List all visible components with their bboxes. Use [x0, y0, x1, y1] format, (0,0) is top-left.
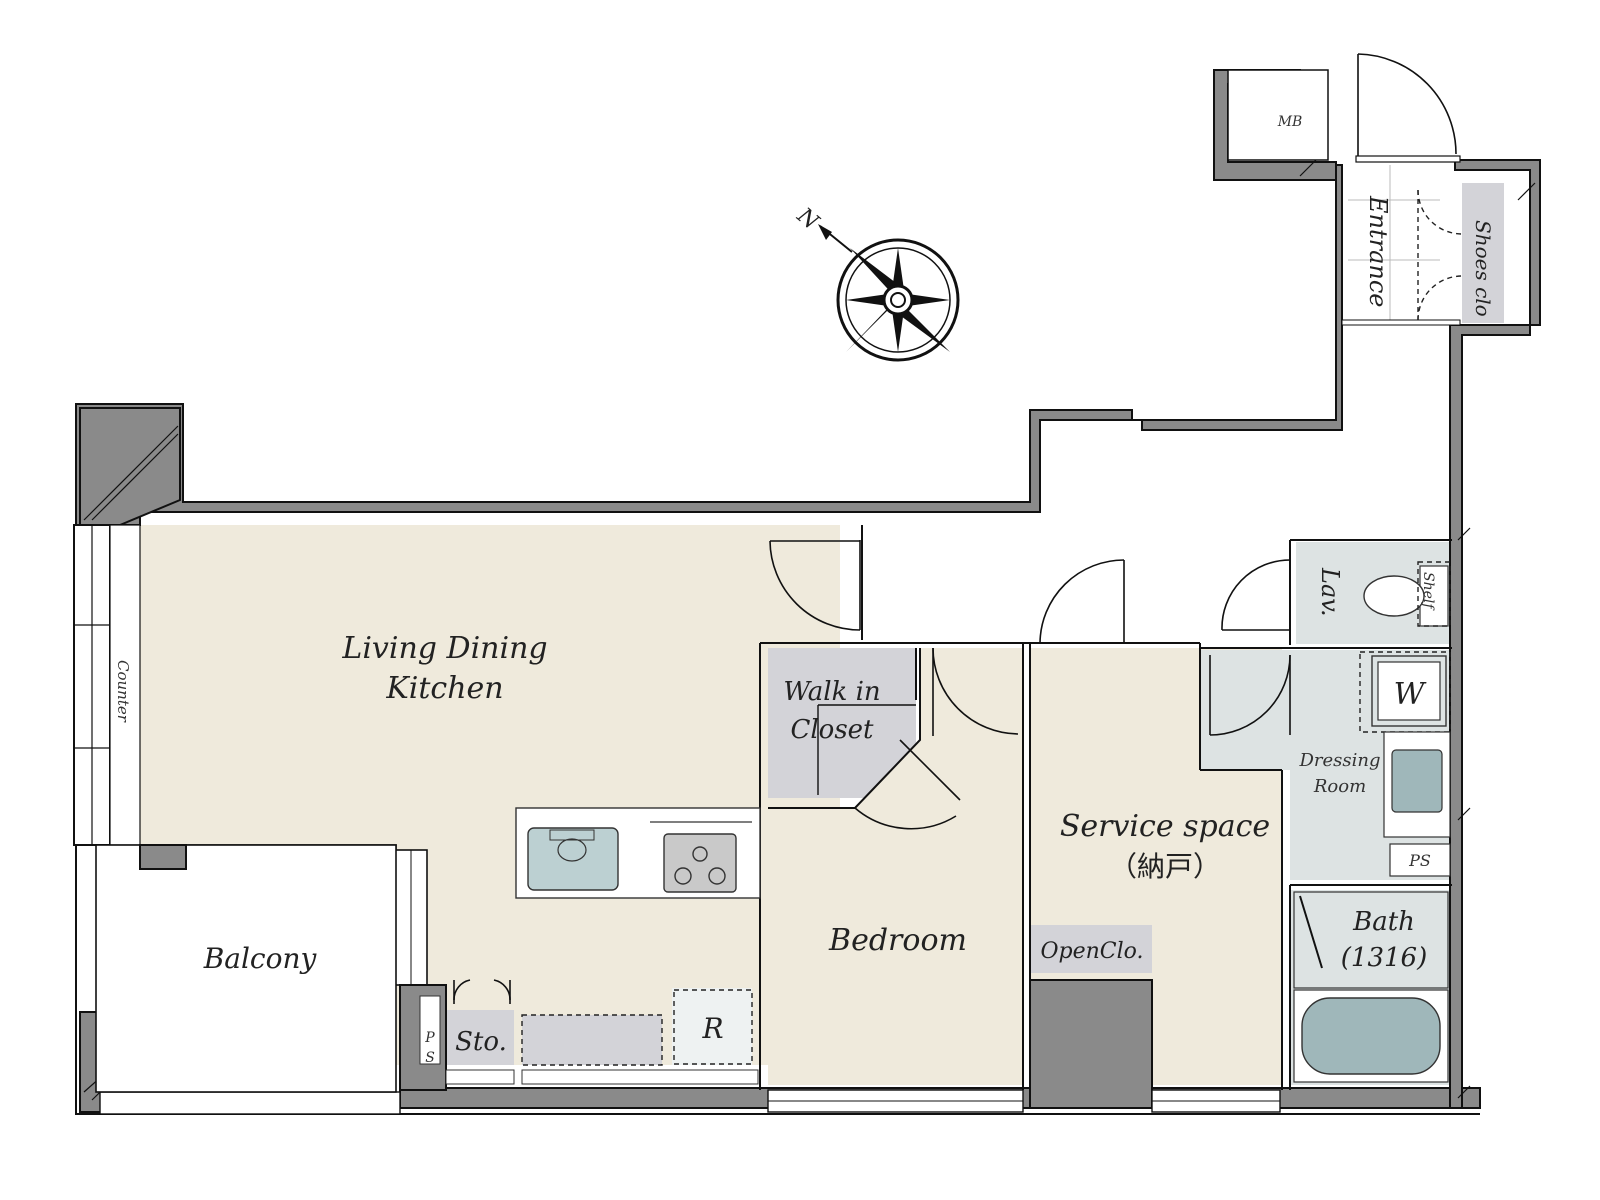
labels: N Living Dining Kitchen Counter Walk in …: [114, 114, 1495, 1066]
bedroom-floor: [768, 648, 1023, 1085]
wet-fixtures: [1293, 561, 1451, 1083]
bedroom-label: Bedroom: [828, 923, 967, 958]
walk-in-closet-label-line1: Walk in: [783, 677, 880, 707]
outer-boundary: [75, 845, 1480, 1115]
open-closet-label: OpenClo.: [1040, 939, 1143, 964]
storage-floor: [446, 1010, 514, 1065]
fridge-space-floor: [672, 988, 752, 1065]
pipe-space-right-label: PS: [1408, 851, 1431, 870]
kitchen-island: [515, 807, 761, 899]
open-closet-floor: [1030, 925, 1152, 973]
dressing-room-label-line2: Room: [1313, 776, 1366, 797]
entrance-label: Entrance: [1364, 195, 1392, 308]
counter-strip: [109, 524, 141, 846]
entrance-floor: [1342, 165, 1460, 325]
storage-label: Sto.: [455, 1027, 507, 1057]
shoes-closet-floor: [1462, 183, 1504, 323]
service-space-label-line1: Service space: [1060, 809, 1270, 844]
ldk-label-line2: Kitchen: [385, 671, 503, 706]
compass-rose: [818, 224, 960, 362]
doors: [453, 53, 1463, 1066]
washer-label: W: [1394, 677, 1427, 712]
central-column: [1029, 979, 1153, 1109]
sink: [527, 827, 619, 891]
meter-box: [1227, 69, 1329, 161]
shelf-label: Shelf: [1420, 572, 1436, 611]
partitions: [95, 525, 1452, 1115]
kitchen-counter-floor: [522, 1015, 662, 1065]
stove: [663, 833, 737, 893]
bath-label-line2: (1316): [1341, 943, 1427, 973]
walk-in-closet-label-line2: Closet: [790, 715, 874, 745]
refrigerator-label: R: [701, 1012, 723, 1045]
pipe-space-left-p: P: [424, 1030, 435, 1046]
shoes-closet-label: Shoes clo: [1471, 220, 1495, 317]
dressing-room-label-line1: Dressing: [1298, 750, 1380, 771]
balcony-label: Balcony: [203, 942, 318, 975]
meter-box-label: MB: [1277, 114, 1303, 130]
ldk-label-line1: Living Dining: [341, 631, 547, 666]
compass-north-label: N: [791, 203, 823, 236]
north-wall: [75, 164, 1343, 526]
pipe-space-left-s: S: [425, 1050, 435, 1066]
service-space-label-line2: （納戸）: [1109, 850, 1221, 883]
lavatory-label: Lav.: [1316, 567, 1344, 617]
corner-column-top-left: [79, 407, 181, 526]
counter-label: Counter: [114, 660, 132, 723]
east-wall: [1449, 159, 1541, 1109]
bath-label-line1: Bath: [1352, 907, 1415, 937]
balcony-area: [95, 844, 397, 1093]
